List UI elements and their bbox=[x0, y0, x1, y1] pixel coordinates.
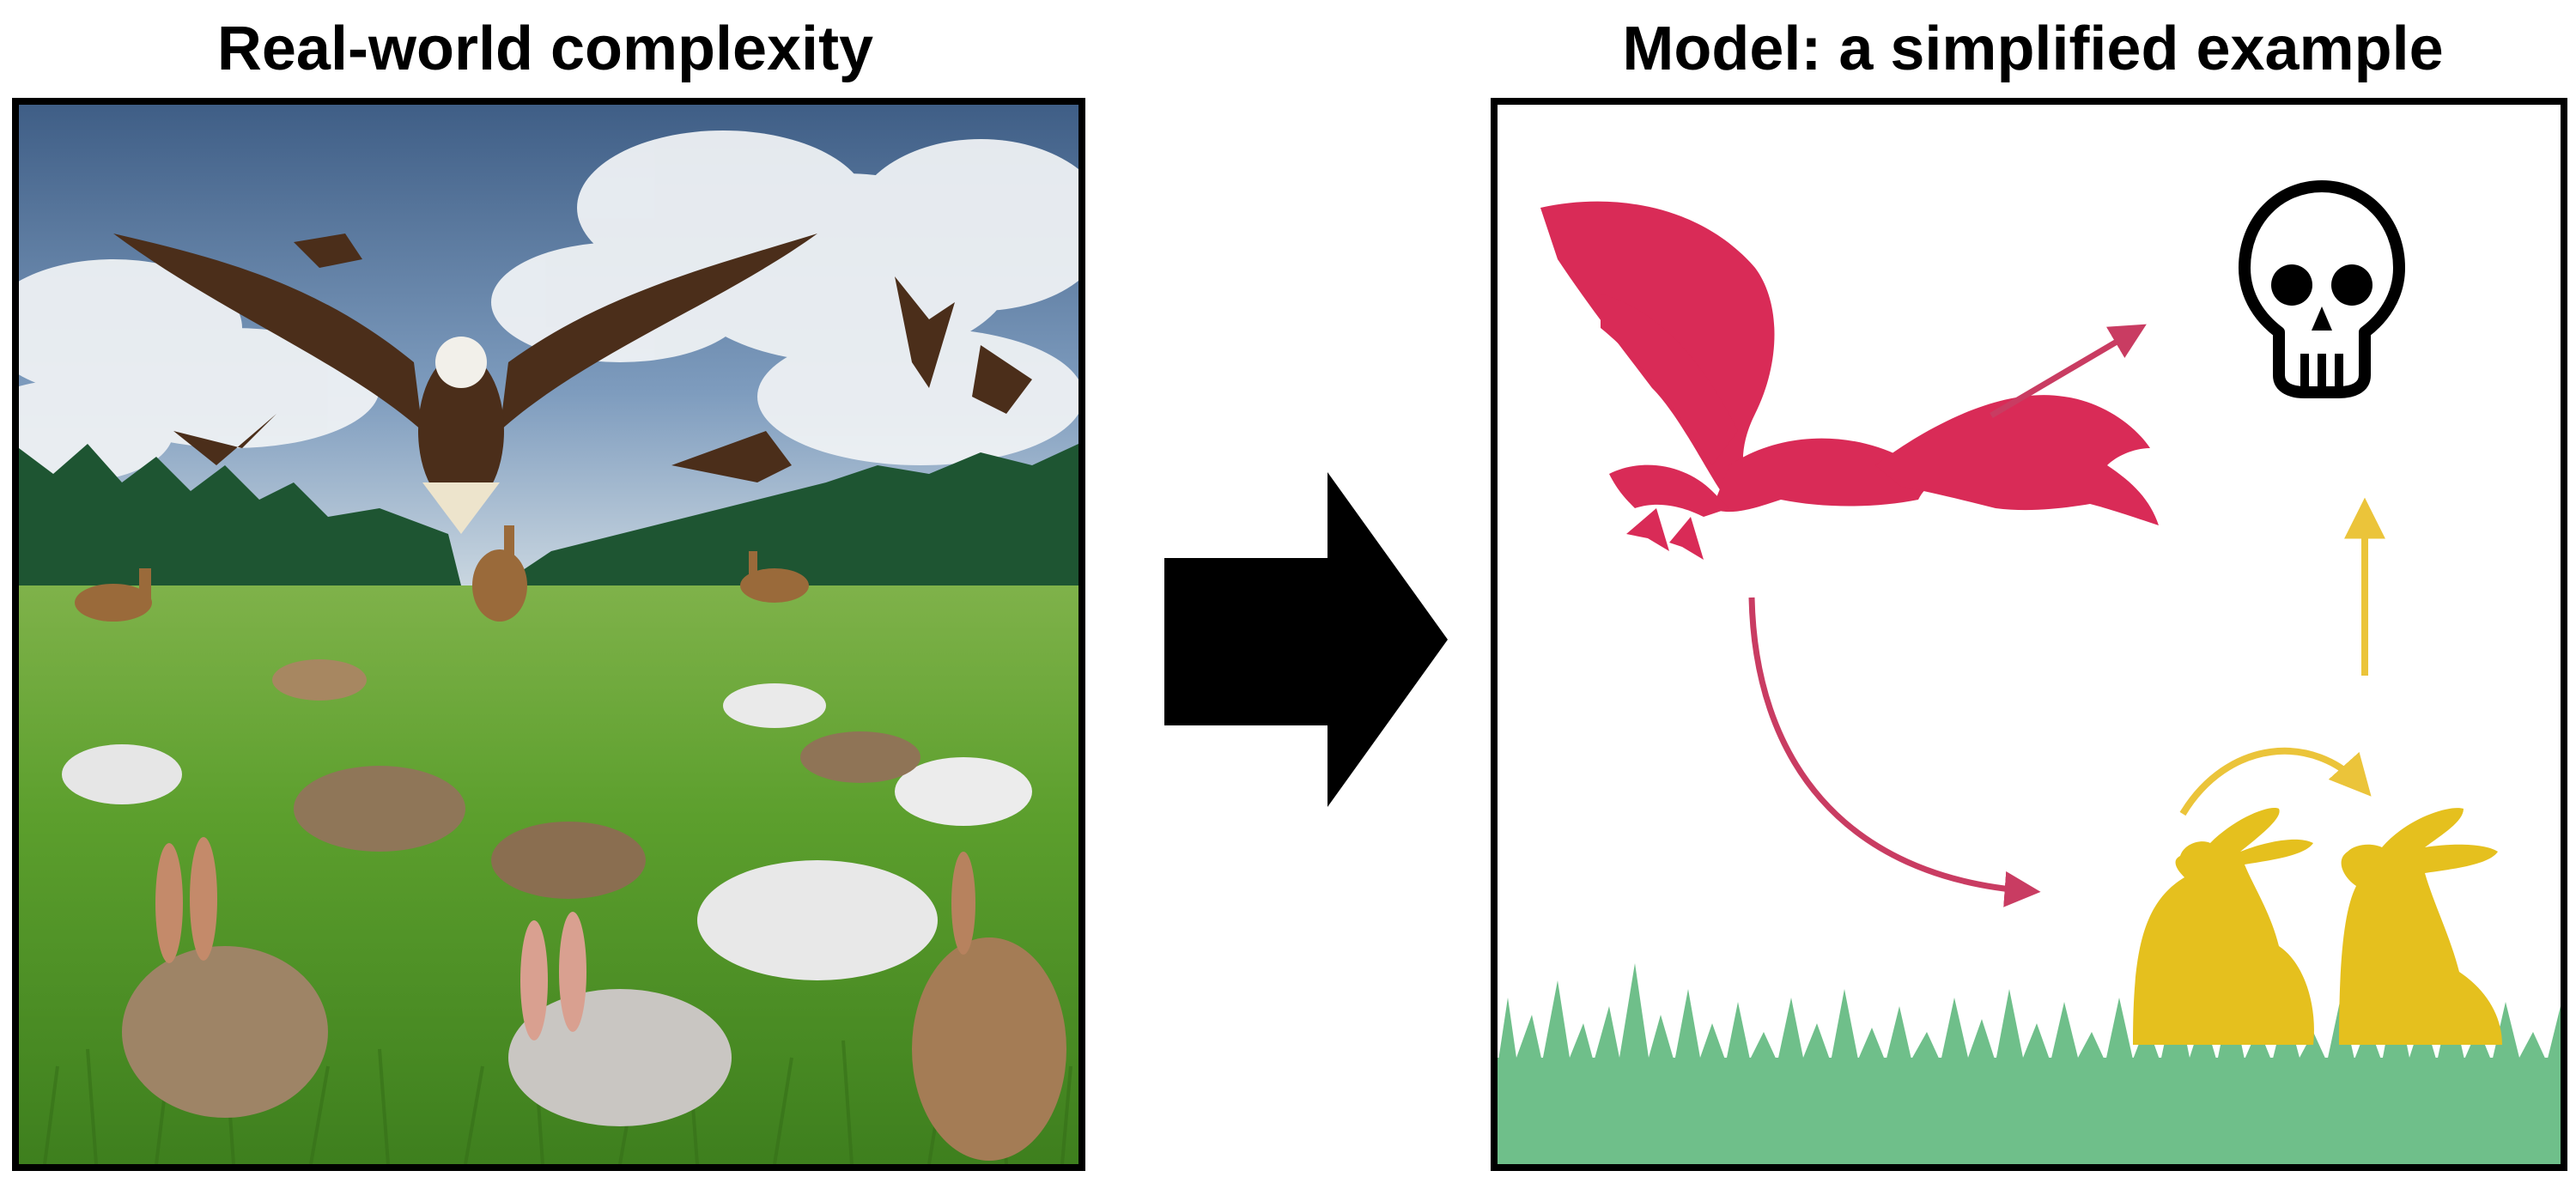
predator-death-arrow bbox=[1990, 324, 2147, 419]
grass-ground bbox=[1498, 963, 2561, 1164]
left-heading: Real-world complexity bbox=[216, 15, 874, 83]
predation-arrow bbox=[1748, 597, 2041, 907]
real-world-image bbox=[12, 98, 1085, 1171]
model-diagram bbox=[1491, 98, 2567, 1171]
deer-group bbox=[75, 525, 809, 622]
eagle-silhouette-icon bbox=[1540, 201, 2159, 560]
rabbit-herd bbox=[62, 659, 1066, 1161]
skull-icon bbox=[2239, 180, 2405, 398]
rabbit-offspring-icon bbox=[2339, 808, 2502, 1045]
eagles bbox=[113, 234, 1032, 534]
prey-reproduction-arrow bbox=[2179, 747, 2372, 816]
right-heading: Model: a simplified example bbox=[1622, 15, 2444, 83]
right-arrow-icon bbox=[1164, 472, 1448, 807]
rabbit-silhouette-icon bbox=[2133, 808, 2314, 1045]
